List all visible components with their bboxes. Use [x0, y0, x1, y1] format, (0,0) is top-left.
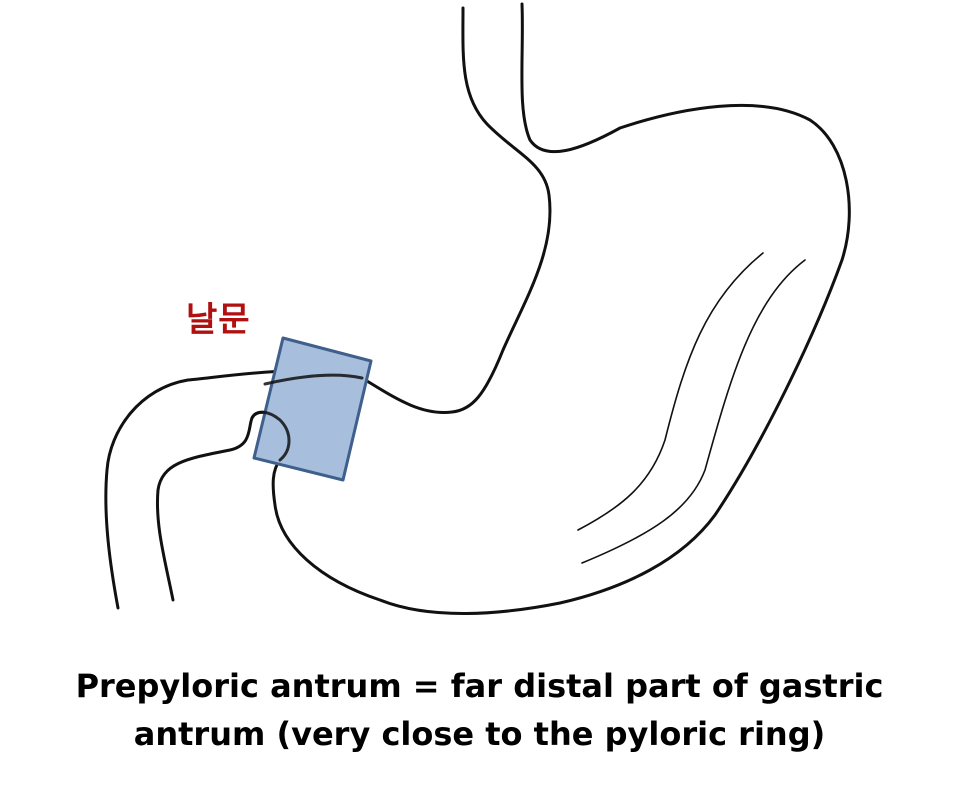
gastric-fold-2: [581, 259, 806, 564]
caption-line-1: Prepyloric antrum = far distal part of g…: [75, 667, 884, 705]
lesser-curvature-outline: [104, 6, 552, 610]
stomach-diagram: [104, 2, 851, 615]
pylorus-label: 날문: [186, 300, 251, 340]
greater-curvature-outline: [271, 2, 851, 615]
prepyloric-highlight-box: [252, 336, 373, 482]
pyloric-outline-overlay: [263, 373, 364, 386]
pyloric-inner-fold-overlay: [250, 410, 291, 462]
gastric-fold-1: [577, 252, 764, 531]
figure-caption: Prepyloric antrum = far distal part of g…: [0, 662, 959, 758]
caption-line-2: antrum (very close to the pyloric ring): [133, 715, 826, 753]
